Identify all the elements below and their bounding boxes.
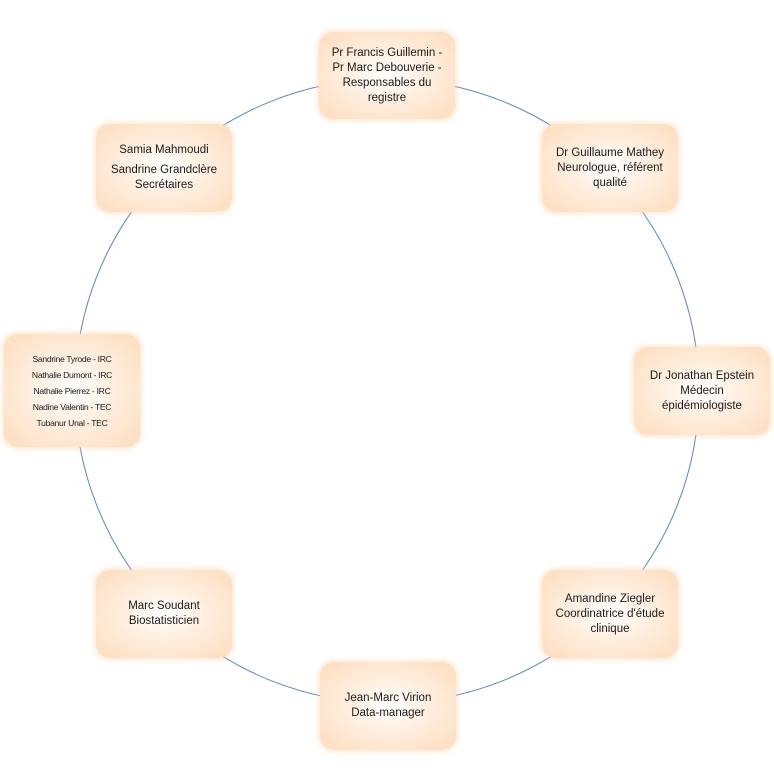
node-research-staff-line-2: Nathalie Dumont - IRC <box>31 369 113 380</box>
node-biostatistician: Marc Soudant Biostatisticien <box>96 570 232 658</box>
node-data-manager-line-2: Data-manager <box>351 707 425 719</box>
node-data-manager-line-1: Jean-Marc Virion <box>344 692 432 704</box>
node-registry-heads-line-2: Pr Marc Debouverie - <box>332 61 442 74</box>
node-registry-heads: Pr Francis Guillemin - Pr Marc Debouveri… <box>319 32 455 119</box>
node-data-manager: Jean-Marc Virion Data-manager <box>320 662 456 750</box>
node-epidemiologist-line-2: Médecin <box>680 384 724 397</box>
node-quality-referent-line-2: Neurologue, référent <box>557 161 663 174</box>
node-registry-heads-line-1: Pr Francis Guillemin - <box>331 46 443 59</box>
node-registry-heads-line-3: Responsables du <box>342 76 432 89</box>
node-secretaries: Samia Mahmoudi Sandrine Grandclère Secré… <box>96 124 232 212</box>
node-research-staff-line-4: Nadine Valentin - TEC <box>32 401 112 412</box>
node-epidemiologist: Dr Jonathan Epstein Médecin épidémiologi… <box>634 347 770 435</box>
node-research-staff-line-1: Sandrine Tyrode - IRC <box>32 353 112 364</box>
node-study-coordinator: Amandine Ziegler Coordinatrice d'étude c… <box>542 570 678 658</box>
node-registry-heads-line-4: registre <box>367 91 407 104</box>
node-study-coordinator-line-1: Amandine Ziegler <box>564 592 656 605</box>
node-epidemiologist-line-3: épidémiologiste <box>662 399 742 412</box>
node-study-coordinator-line-2: Coordinatrice d'étude <box>555 607 665 620</box>
node-biostatistician-line-1: Marc Soudant <box>128 600 200 612</box>
node-biostatistician-line-2: Biostatisticien <box>128 615 200 627</box>
node-research-staff-line-5: Tubanur Unal - TEC <box>36 417 108 428</box>
node-quality-referent-line-1: Dr Guillaume Mathey <box>555 146 664 159</box>
node-quality-referent: Dr Guillaume Mathey Neurologue, référent… <box>542 124 678 212</box>
node-quality-referent-line-3: qualité <box>593 176 627 189</box>
node-secretaries-line-1: Samia Mahmoudi <box>119 144 209 156</box>
node-epidemiologist-line-1: Dr Jonathan Epstein <box>649 369 755 382</box>
node-secretaries-line-2: Sandrine Grandclère <box>110 164 218 176</box>
node-research-staff: Sandrine Tyrode - IRC Nathalie Dumont - … <box>4 334 140 447</box>
node-research-staff-line-3: Nathalie Pierrez - IRC <box>33 385 111 396</box>
node-study-coordinator-line-3: clinique <box>590 622 630 635</box>
node-secretaries-line-3: Secrétaires <box>134 179 194 191</box>
